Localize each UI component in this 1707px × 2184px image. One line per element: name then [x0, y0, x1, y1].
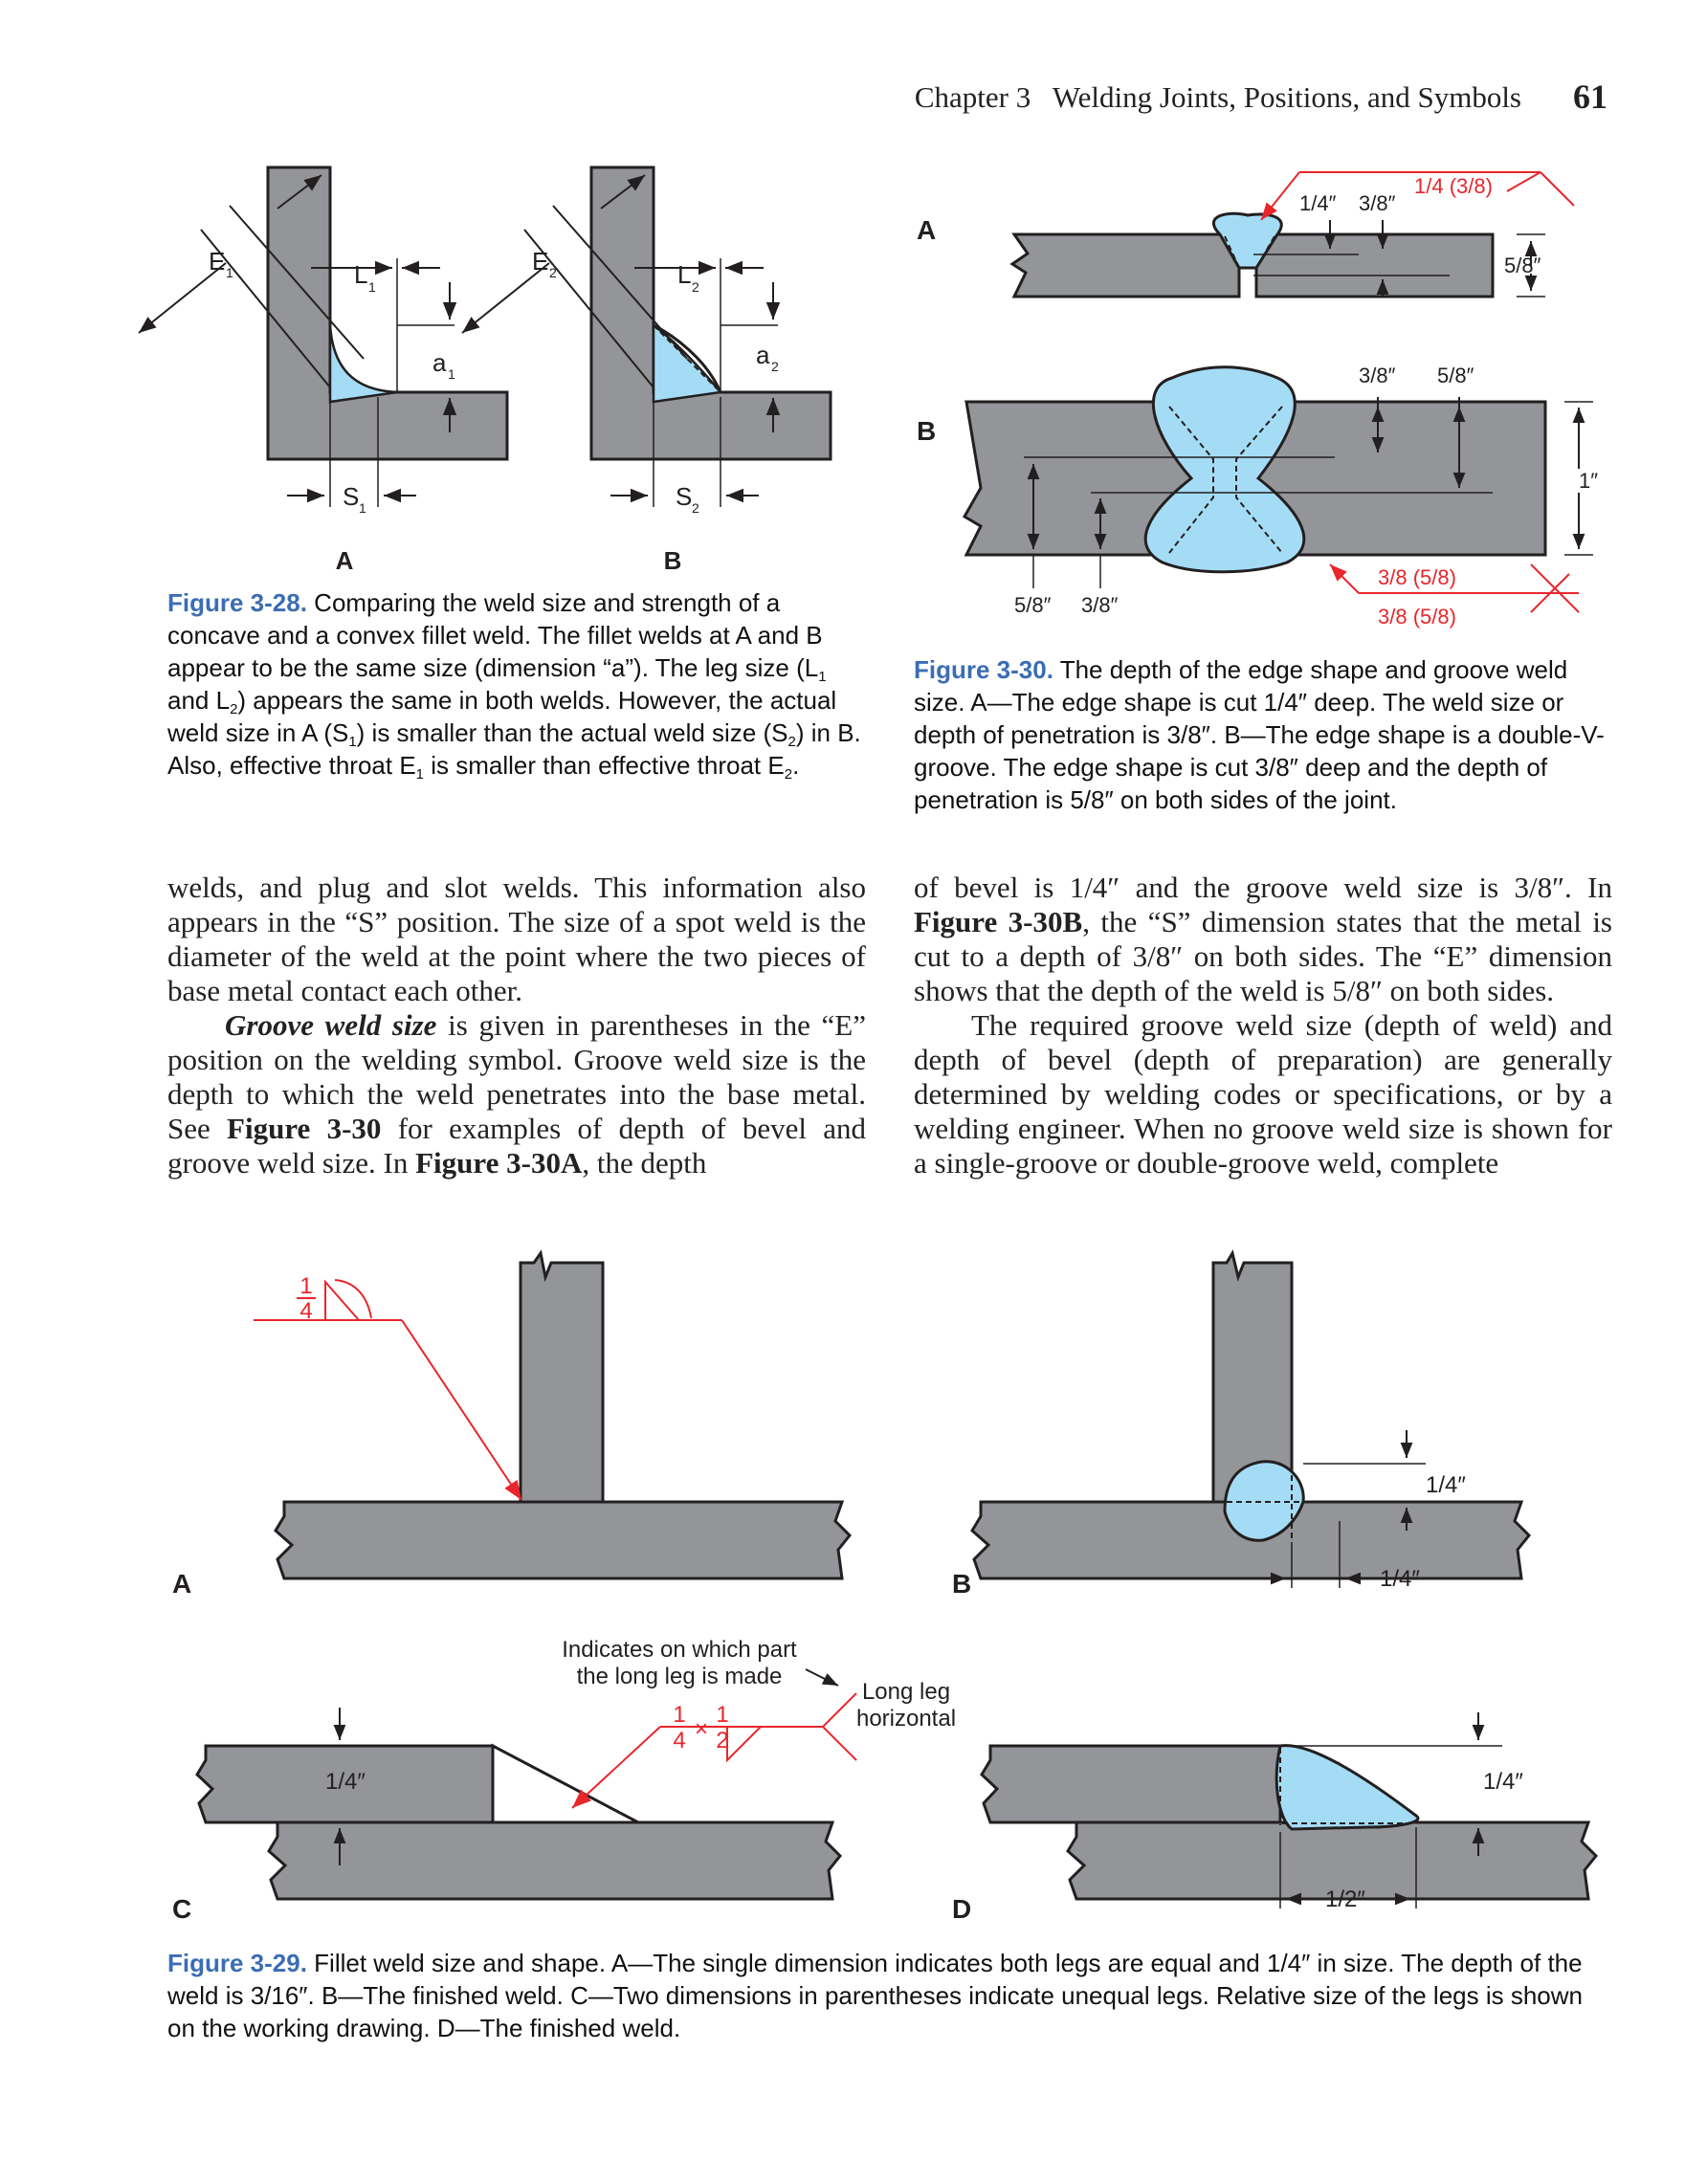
fig28-label-e2: E: [532, 247, 548, 276]
fig29-panel-c-label: C: [172, 1894, 191, 1924]
ref-figure-3-30a: Figure 3-30A: [415, 1146, 583, 1180]
fig30-b-symbol-top: 3/8 (5/8): [1378, 565, 1456, 589]
ref-figure-3-30b: Figure 3-30B: [914, 905, 1083, 938]
fig28-label-l2: L: [677, 260, 691, 289]
fig29-panel-c-drawing: 1/4″ 1 4 × 1 2 Indicates on which part t…: [172, 1637, 956, 1924]
svg-text:1: 1: [359, 500, 366, 516]
figure-3-29-label: Figure 3-29.: [167, 1949, 307, 1977]
figure-3-28-caption: Figure 3-28. Comparing the weld size and…: [167, 588, 861, 783]
svg-text:2: 2: [771, 359, 779, 374]
fig29-c-dim: 1/4″: [325, 1769, 366, 1795]
fig29-b-dim-vert: 1/4″: [1426, 1472, 1466, 1498]
figure-3-29-caption: Figure 3-29. Fillet weld size and shape.…: [167, 1949, 1583, 2042]
ref-figure-3-30: Figure 3-30: [227, 1112, 382, 1145]
fig30-b-dim-1: 1″: [1579, 469, 1598, 493]
svg-text:1: 1: [226, 265, 233, 280]
body-right-paragraph-1: of bevel is 1/4″ and the groove weld siz…: [914, 871, 1612, 1007]
figure-3-28: E 1 L 1 a 1 S 1 A E 2 L 2 a 2 S: [138, 165, 832, 575]
fig29-panel-a-label: A: [172, 1569, 191, 1599]
fig30-a-dim-14: 1/4″: [1299, 191, 1337, 215]
fig28-label-l1: L: [354, 260, 367, 289]
fig29-panel-d-drawing: 1/4″ 1/2″ D: [952, 1712, 1599, 1924]
fig28-label-s2: S: [676, 482, 692, 511]
fig29-a-frac-num: 1: [299, 1273, 312, 1299]
fig29-c-note-line2: the long leg is made: [577, 1664, 783, 1689]
fig29-c-note-line1: Indicates on which part: [562, 1637, 797, 1663]
fig29-c-frac2-num: 1: [716, 1702, 728, 1728]
fig29-d-dim-horiz: 1/2″: [1325, 1886, 1365, 1912]
fig30-a-dim-38: 3/8″: [1359, 191, 1396, 215]
fig29-c-long-leg-line1: Long leg: [862, 1679, 950, 1705]
fig30-b-dim-38: 3/8″: [1359, 364, 1396, 387]
fig29-panel-d-label: D: [952, 1894, 971, 1924]
fig29-panel-b-label: B: [952, 1569, 971, 1599]
fig30-panel-a-label: A: [917, 215, 936, 245]
fig29-d-dim-vert: 1/4″: [1483, 1769, 1523, 1795]
svg-text:2: 2: [549, 265, 557, 280]
fig30-a-dim-58: 5/8″: [1504, 254, 1541, 277]
fig28-panel-a-drawing: E 1 L 1 a 1 S 1 A: [138, 165, 509, 575]
svg-text:1: 1: [368, 279, 376, 295]
fig28-label-a1: a: [432, 348, 447, 377]
figure-3-28-label: Figure 3-28.: [167, 588, 307, 617]
figure-3-30-label: Figure 3-30.: [914, 655, 1053, 684]
fig29-a-frac-den: 4: [299, 1298, 312, 1324]
fig29-panel-b-drawing: 1/4″ 1/4″ B: [952, 1249, 1532, 1599]
fig29-c-times: ×: [695, 1716, 708, 1742]
figure-3-29: 1 4 A 1/4″ 1/4″ B 1/4″ 1 4: [172, 1249, 1599, 1924]
fig28-panel-b-drawing: E 2 L 2 a 2 S 2 B: [461, 165, 832, 575]
fig28-label-a2: a: [756, 341, 770, 369]
fig29-c-frac2-den: 2: [716, 1728, 728, 1754]
term-groove-weld-size: Groove weld size: [225, 1008, 437, 1042]
fig30-b-bottom-58: 5/8″: [1014, 593, 1052, 617]
fig29-c-long-leg-line2: horizontal: [856, 1706, 956, 1732]
body-left-column: welds, and plug and slot welds. This inf…: [167, 871, 866, 1180]
fig30-b-dim-58: 5/8″: [1437, 364, 1474, 387]
figure-3-30: A 1/4″ 3/8″ 5/8″ 1/4 (3/8) B: [917, 171, 1598, 629]
page-number: 61: [1573, 77, 1607, 116]
fig30-panel-b-label: B: [917, 416, 936, 446]
svg-text:2: 2: [692, 279, 699, 295]
fig29-panel-a-drawing: 1 4 A: [172, 1249, 853, 1599]
fig28-label-e1: E: [209, 247, 225, 276]
svg-text:2: 2: [692, 500, 699, 516]
fig30-b-symbol-bottom: 3/8 (5/8): [1378, 605, 1456, 629]
fig29-c-frac1-den: 4: [673, 1728, 685, 1754]
fig30-panel-a-drawing: 1/4″ 3/8″ 5/8″ 1/4 (3/8): [1009, 171, 1575, 298]
fig28-panel-b-label: B: [664, 546, 682, 575]
fig30-a-symbol: 1/4 (3/8): [1414, 174, 1493, 198]
fig29-c-frac1-num: 1: [673, 1702, 685, 1728]
body-right-column: of bevel is 1/4″ and the groove weld siz…: [914, 871, 1612, 1180]
body-left-paragraph-1: welds, and plug and slot welds. This inf…: [167, 871, 866, 1007]
body-left-paragraph-2: Groove weld size is given in parentheses…: [167, 1008, 866, 1180]
figure-3-30-caption: Figure 3-30. The depth of the edge shape…: [914, 655, 1605, 814]
svg-text:1: 1: [448, 366, 455, 382]
fig28-panel-a-label: A: [336, 546, 354, 575]
chapter-title: Chapter 3 Welding Joints, Positions, and…: [914, 80, 1521, 114]
fig30-b-bottom-38: 3/8″: [1081, 593, 1119, 617]
fig30-panel-b-drawing: 3/8″ 5/8″ 1″ 5/8″ 3/8″ 3/8 (5/8) 3/8 (5/…: [962, 364, 1598, 629]
running-header: Chapter 3 Welding Joints, Positions, and…: [880, 77, 1627, 119]
fig29-b-dim-horiz: 1/4″: [1380, 1566, 1420, 1592]
body-right-paragraph-2: The required groove weld size (depth of …: [914, 1008, 1612, 1180]
fig28-label-s1: S: [343, 482, 359, 511]
